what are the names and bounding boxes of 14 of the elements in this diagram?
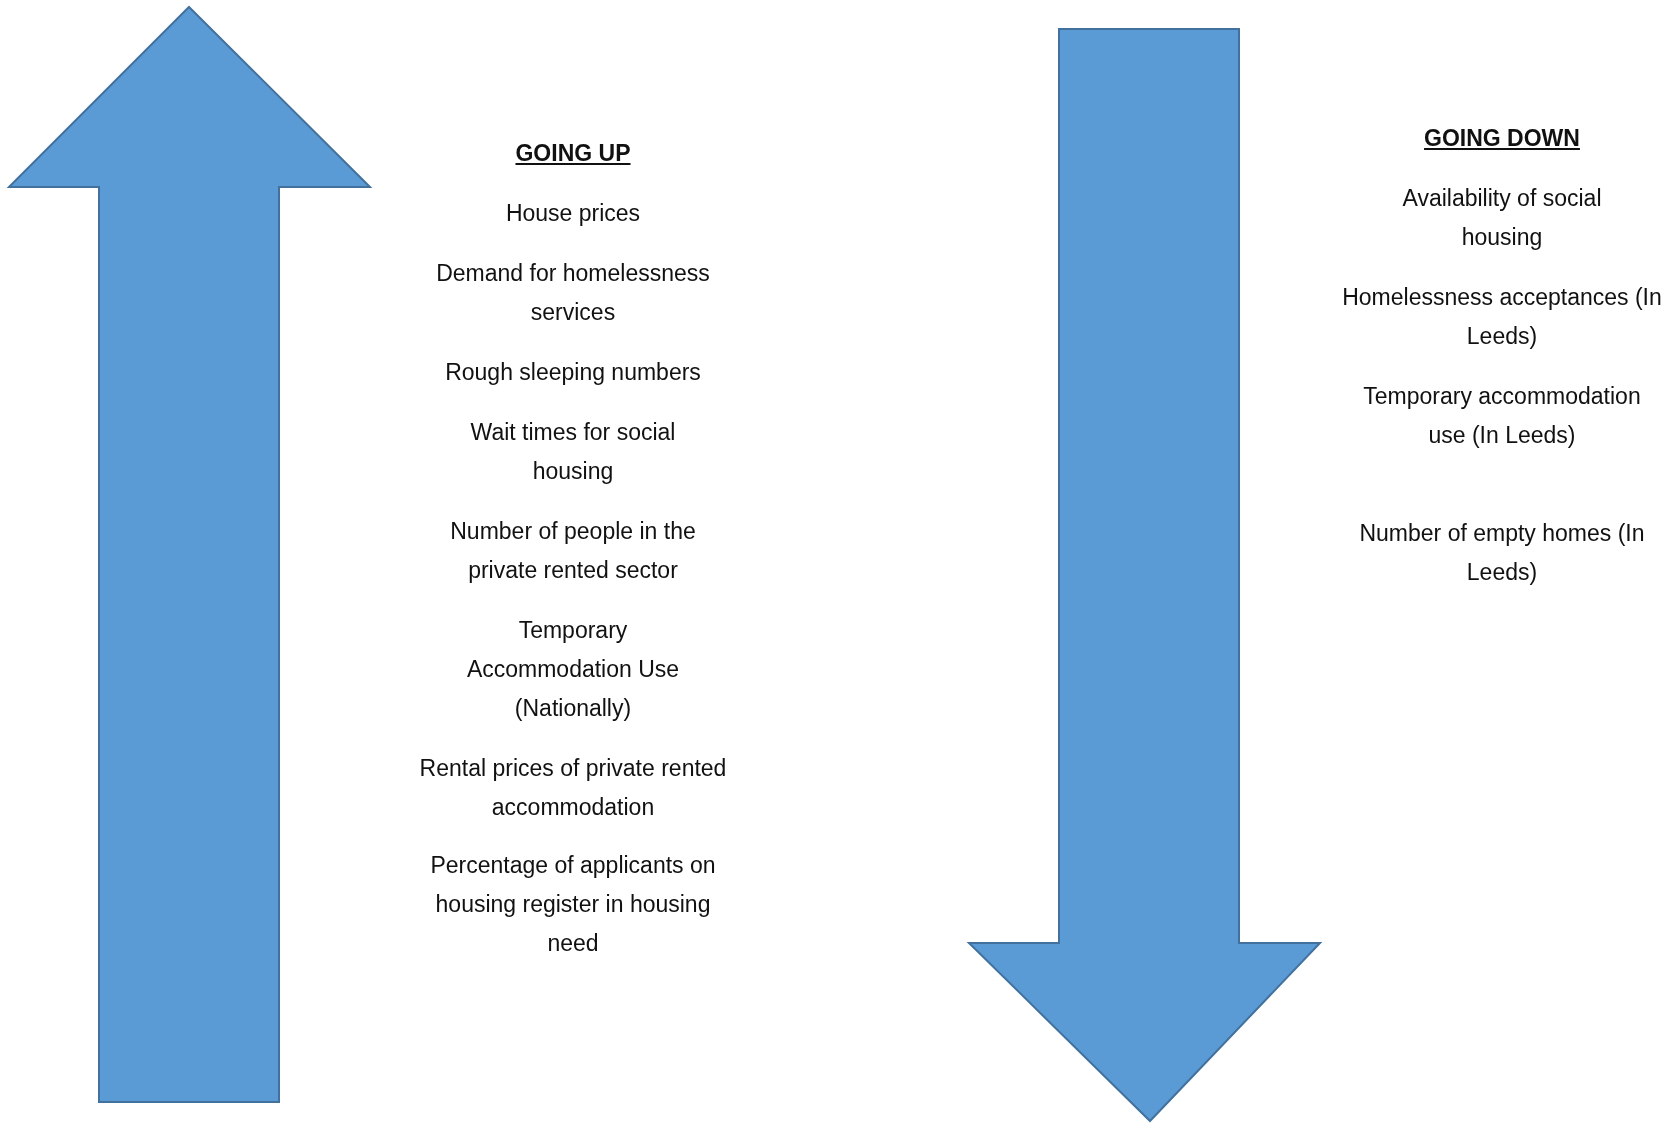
- list-item-text: House prices: [504, 199, 642, 228]
- list-item-text: Homelessness acceptances (In Leeds): [1341, 283, 1663, 351]
- list-item-text: Rental prices of private rented accommodation: [418, 754, 728, 822]
- column-heading: GOING UP: [514, 139, 632, 168]
- list-item-text: Temporary Accommodation Use (Nationally): [465, 616, 681, 723]
- list-item-text: Temporary accommodation use (In Leeds): [1362, 382, 1642, 450]
- list-item-text: Number of empty homes (In Leeds): [1358, 519, 1646, 587]
- list-item-text: Availability of social housing: [1401, 184, 1603, 252]
- list-item-text: Wait times for social housing: [469, 418, 677, 486]
- list-item-text: Number of people in the private rented sector: [449, 517, 697, 585]
- list-item-text: Rough sleeping numbers: [444, 358, 702, 387]
- list-item-text: Percentage of applicants on housing register in housing need: [429, 851, 717, 958]
- column-heading: GOING DOWN: [1423, 124, 1581, 153]
- list-item-text: Demand for homelessness services: [435, 259, 711, 327]
